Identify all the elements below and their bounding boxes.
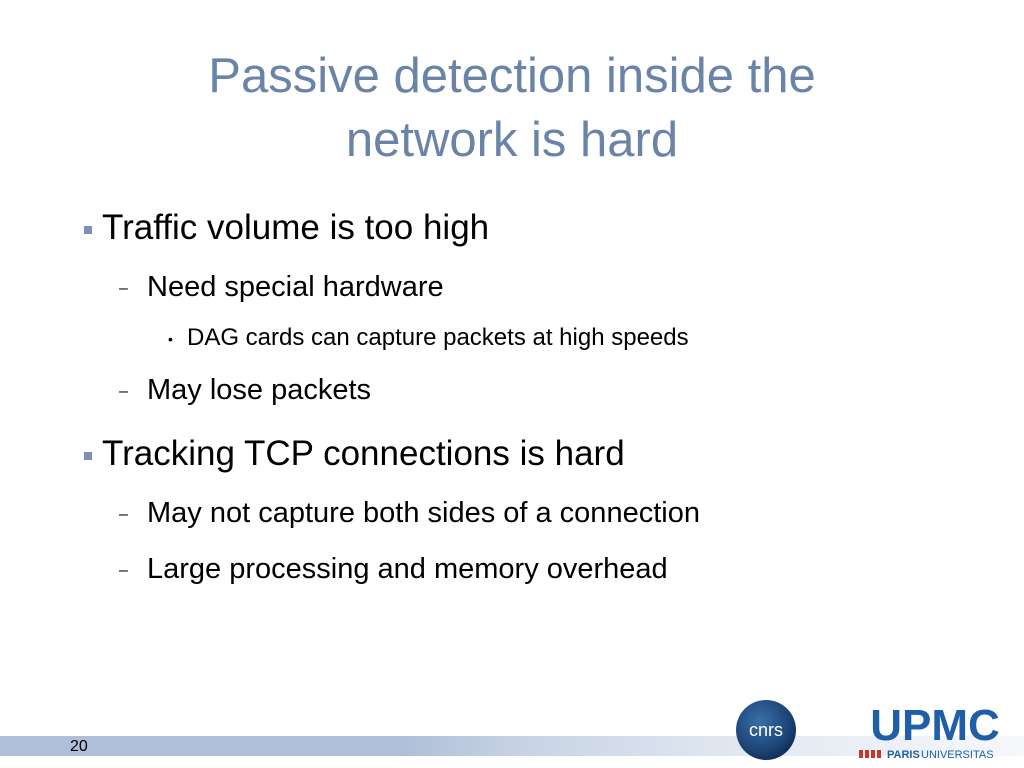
square-bullet-icon [84,226,92,234]
upmc-tagline-universitas: UNIVERSITAS [921,749,994,761]
dash-bullet-icon: – [119,383,128,400]
dash-bullet-icon: – [119,506,128,523]
bullet-level2: May not capture both sides of a connecti… [147,497,700,529]
page-number: 20 [70,738,88,755]
bullet-level2: Large processing and memory overhead [147,553,668,585]
cnrs-logo-icon: cnrs [736,700,796,760]
bullet-level2: Need special hardware [147,271,444,303]
square-bullet-icon [84,452,92,460]
slide-title-line-2: network is hard [345,113,679,167]
dash-bullet-icon: – [119,280,128,297]
bullet-level2: May lose packets [147,374,372,406]
cnrs-logo-text: cnrs [749,720,783,740]
upmc-logo-icon: UPMC PARIS UNIVERSITAS [859,701,1000,761]
bullet-list: Traffic volume is too high – Need specia… [84,208,700,585]
bullet-level3: DAG cards can capture packets at high sp… [187,324,689,351]
slide-title-line-1: Passive detection inside the [208,49,816,103]
upmc-tagline-paris: PARIS [887,749,920,761]
dot-bullet-icon: • [168,331,173,347]
bullet-level1: Tracking TCP connections is hard [102,434,625,473]
slide-title: Passive detection inside the network is … [0,44,1024,172]
upmc-logo-text: UPMC [870,701,1000,750]
bullet-level1: Traffic volume is too high [102,208,490,247]
dash-bullet-icon: – [119,562,128,579]
